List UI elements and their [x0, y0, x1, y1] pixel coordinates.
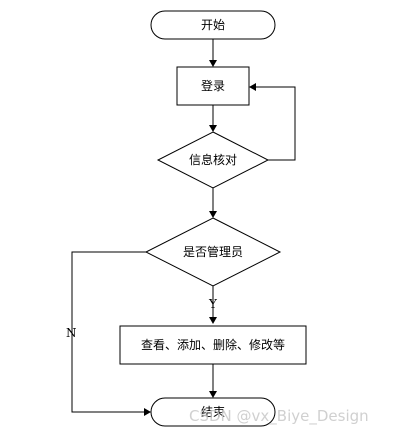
edge-admin-yes-to-operations: Y — [208, 286, 218, 324]
start-node: 开始 — [150, 10, 276, 40]
login-node-label: 登录 — [201, 78, 225, 93]
verify-decision-label: 信息核对 — [189, 152, 237, 167]
admin-decision-label: 是否管理员 — [183, 244, 243, 259]
no-label: N — [66, 326, 77, 340]
edge-start-to-login — [209, 39, 217, 67]
edge-verify-to-admin — [209, 188, 217, 218]
edge-operations-to-end — [209, 364, 217, 398]
yes-label: Y — [208, 297, 218, 311]
end-node-label: 结束 — [201, 405, 225, 419]
end-node: 结束 — [150, 397, 276, 427]
operations-node-label: 查看、添加、删除、修改等 — [141, 337, 285, 352]
edge-verify-loop-to-login — [249, 83, 296, 161]
edge-admin-no-to-end: N — [66, 251, 151, 416]
admin-decision: 是否管理员 — [144, 217, 282, 287]
operations-node: 查看、添加、删除、修改等 — [119, 325, 307, 365]
watermark-text: CSDN @vx_Biye_Design — [189, 407, 369, 426]
verify-decision: 信息核对 — [156, 131, 270, 189]
login-node: 登录 — [176, 66, 250, 106]
start-node-label: 开始 — [201, 18, 225, 32]
edge-login-to-verify — [209, 105, 217, 132]
